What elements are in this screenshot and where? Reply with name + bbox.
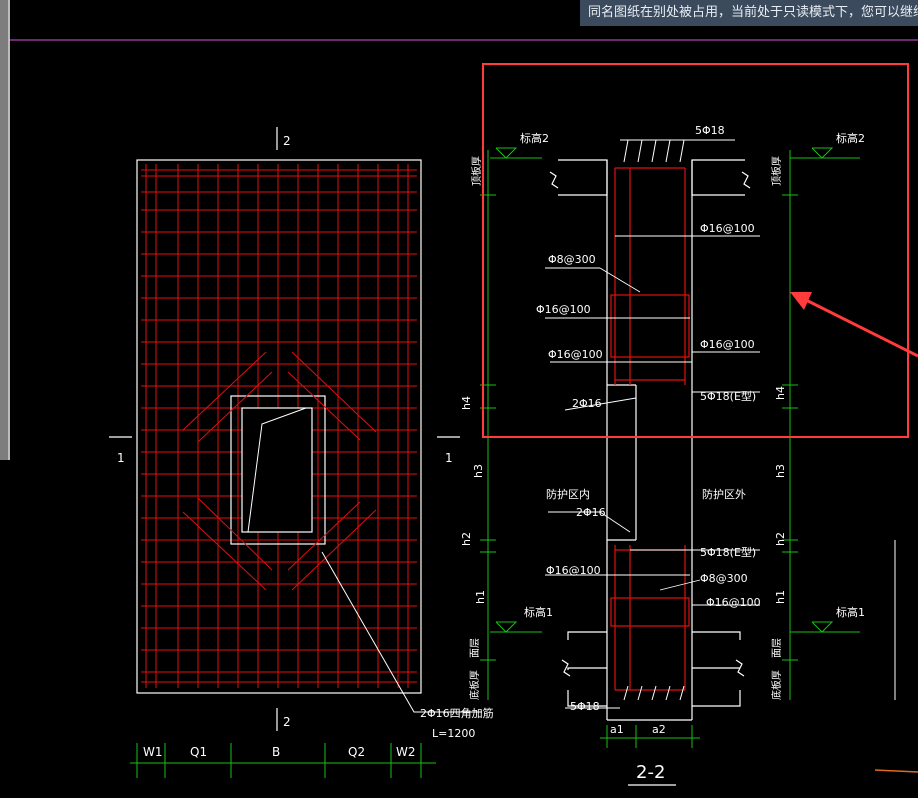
bar-right-2: Φ16@100 (700, 338, 755, 351)
section-bar-ticks (565, 139, 735, 709)
plate-top-left: 顶板厚 (470, 156, 483, 186)
plan-outline (136, 159, 422, 694)
dim-a2: a2 (652, 723, 666, 736)
dim-o2: Q2 (348, 745, 365, 759)
opening-outer (230, 395, 326, 545)
opening-door-swing (247, 407, 307, 533)
highlight-arrow-head (790, 292, 812, 310)
section-mark-left: 1 (117, 451, 125, 465)
bar-left-1: Φ8@300 (548, 253, 596, 266)
section-rebar (610, 167, 690, 691)
bar-right-6: Φ16@100 (706, 596, 761, 609)
dim-h3-right: h3 (774, 464, 787, 478)
plate-bot-left: 底板厚 (468, 670, 481, 700)
section-vertical-dims (480, 150, 798, 748)
dim-b: B (272, 745, 280, 759)
bar-left-3: Φ16@100 (548, 348, 603, 361)
plate-mid-left: 面层 (469, 638, 481, 658)
section-mark-top: 2 (283, 134, 291, 148)
left-scrollbar-edge (8, 0, 10, 460)
plate-bot-right: 底板厚 (770, 670, 783, 700)
elev-bottom-left: 标高1 (524, 605, 553, 619)
corner-bar-label: 2Φ16四角加筋 (420, 706, 494, 720)
section-mark-right: 1 (445, 451, 453, 465)
protect-zone-inside: 防护区内 (546, 487, 590, 501)
readonly-notice-banner: 同名图纸在别处被占用，当前处于只读模式下，您可以继续 (580, 0, 918, 26)
dim-a1: a1 (610, 723, 624, 736)
highlight-box (482, 63, 909, 438)
bar-left-5: 2Φ16 (576, 506, 606, 519)
elev-top-right: 标高2 (836, 131, 865, 145)
dim-h4-left: h4 (460, 396, 473, 410)
bar-right-1: Φ16@100 (700, 222, 755, 235)
left-scrollbar-track[interactable] (0, 0, 8, 460)
bar-right-5: Φ8@300 (700, 572, 748, 585)
corner-bar-length: L=1200 (432, 727, 475, 740)
plan-rebar-grid (141, 164, 417, 688)
section-title: 2-2 (636, 762, 665, 783)
dim-h1-left: h1 (474, 590, 487, 604)
bottom-rebar-label: 5Φ18 (570, 700, 600, 713)
top-rebar-label: 5Φ18 (695, 124, 725, 137)
diagonal-corner-bars (182, 351, 377, 591)
dim-h2-right: h2 (774, 532, 787, 546)
section-view: 5Φ18 5Φ18 标高2 标高2 标高1 标高1 Φ16@100 Φ8@300… (460, 124, 918, 786)
section-leaders (545, 235, 760, 606)
section-slabs (549, 159, 751, 721)
opening-inner (241, 407, 313, 533)
bar-left-2: Φ16@100 (536, 303, 591, 316)
plan-view: 2 2 1 1 2Φ16四角加筋 L=1200 W1 Q1 B Q2 W2 (109, 127, 494, 778)
dim-h1-right: h1 (774, 590, 787, 604)
elev-bottom-right: 标高1 (836, 605, 865, 619)
plan-dimension-chain (130, 743, 436, 778)
bar-left-6: Φ16@100 (546, 564, 601, 577)
protect-zone-outside: 防护区外 (702, 487, 746, 501)
dim-w2: W2 (396, 745, 416, 759)
dim-h3-left: h3 (472, 464, 485, 478)
highlight-arrow-shaft (805, 298, 918, 358)
bar-left-4: 2Φ16 (572, 397, 602, 410)
dim-o1: Q1 (190, 745, 207, 759)
elev-top-left: 标高2 (520, 131, 549, 145)
dim-h2-left: h2 (460, 532, 473, 546)
plate-top-right: 顶板厚 (770, 156, 783, 186)
section-mark-bottom: 2 (283, 715, 291, 729)
dim-w1: W1 (143, 745, 163, 759)
elevation-markers (490, 147, 860, 633)
bar-right-3: 5Φ18(E型) (700, 389, 756, 403)
bar-right-4: 5Φ18(E型) (700, 545, 756, 559)
dim-h4-right: h4 (774, 386, 787, 400)
plate-mid-right: 面层 (771, 638, 783, 658)
